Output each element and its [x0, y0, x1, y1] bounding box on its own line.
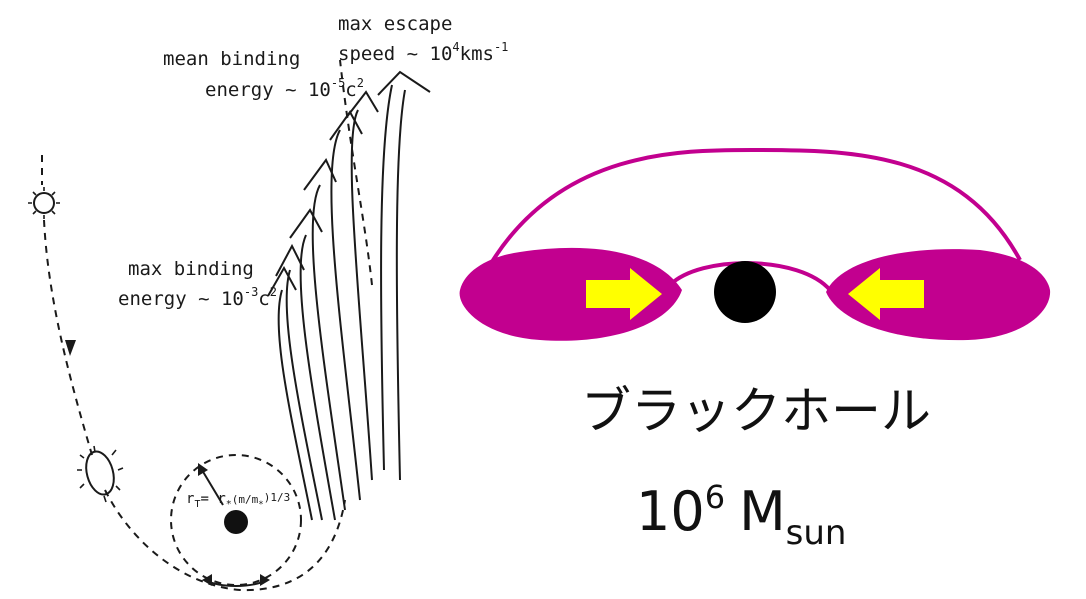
tidal-radius-formula: rT= r*(m/m*)1/3: [186, 491, 290, 510]
svg-text:rT= r*(m/m*)1/3: rT= r*(m/m*)1/3: [186, 491, 290, 510]
star-trajectory: [42, 155, 345, 590]
svg-text:speed ~ 104kms-1: speed ~ 104kms-1: [338, 40, 508, 65]
svg-text:max binding: max binding: [128, 258, 254, 280]
svg-text:mean binding: mean binding: [163, 48, 300, 70]
outer-arc: [490, 150, 1020, 265]
svg-text:energy ~ 10-5c2: energy ~ 10-5c2: [205, 76, 364, 101]
svg-text:energy ~ 10-3c2: energy ~ 10-3c2: [118, 285, 277, 310]
black-hole: [714, 261, 776, 323]
label-mean-binding: mean binding energy ~ 10-5c2: [163, 48, 364, 101]
svg-text:max escape: max escape: [338, 13, 452, 35]
label-max-escape: max escape speed ~ 104kms-1: [338, 13, 508, 65]
black-hole-diagram: [460, 150, 1051, 341]
black-hole-label: ブラックホール: [581, 382, 931, 440]
trajectory-arrowhead: [65, 340, 76, 356]
black-hole-small: [224, 510, 248, 534]
stretched-star-icon: [77, 446, 123, 502]
star-icon-top: [28, 187, 60, 219]
label-max-binding: max binding energy ~ 10-3c2: [118, 258, 277, 310]
debris-streams: [268, 72, 430, 520]
tidal-disruption-sketch: [28, 60, 430, 590]
